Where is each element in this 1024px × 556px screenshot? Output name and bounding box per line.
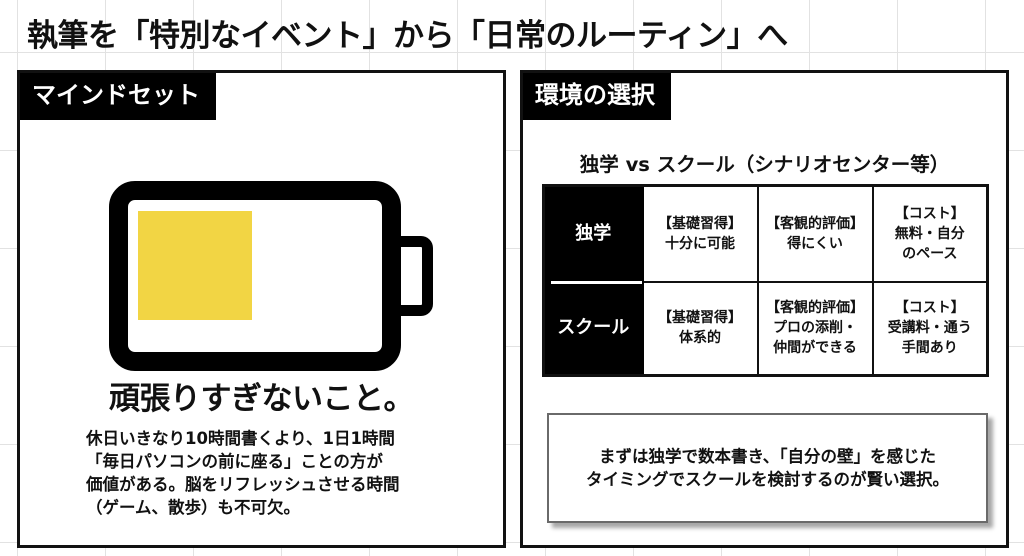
cell-basic-skills: 【基礎習得】 体系的 <box>641 280 759 377</box>
comparison-table: 独学 【基礎習得】 十分に可能 【客観的評価】 得にくい 【コスト】 無料・自分… <box>542 184 989 377</box>
body-line: 価値がある。脳をリフレッシュさせる時間 <box>86 475 400 494</box>
cell-text: 受講料・通う <box>887 320 972 337</box>
table-row-self-study: 独学 【基礎習得】 十分に可能 【客観的評価】 得にくい 【コスト】 無料・自分… <box>542 184 989 283</box>
body-line: 休日いきなり10時間書くより、1日1時間 <box>86 429 395 448</box>
cell-title: 【コスト】 <box>894 205 965 222</box>
table-row-school: スクール 【基礎習得】 体系的 【客観的評価】 プロの添削・ 仲間ができる 【コ… <box>542 280 989 377</box>
mindset-panel: マインドセット 頑張りすぎないこと。 休日いきなり10時間書くより、1日1時間 … <box>17 70 506 548</box>
cell-title: 【コスト】 <box>894 300 965 317</box>
cell-title: 【基礎習得】 <box>658 215 742 232</box>
body-line: （ゲーム、散歩）も不可欠。 <box>86 498 301 517</box>
cell-objective-feedback: 【客観的評価】 得にくい <box>756 184 874 283</box>
cell-basic-skills: 【基礎習得】 十分に可能 <box>641 184 759 283</box>
mindset-panel-label: マインドセット <box>20 73 216 120</box>
cell-title: 【客観的評価】 <box>766 215 864 232</box>
callout-line: まずは独学で数本書き、「自分の壁」を感じた <box>598 447 937 466</box>
cell-text: 得にくい <box>787 235 843 252</box>
comparison-heading: 独学 vs スクール（シナリオセンター等） <box>579 153 950 176</box>
environment-panel: 環境の選択 独学 vs スクール（シナリオセンター等） 独学 【基礎習得】 十分… <box>520 70 1009 548</box>
cell-text: 十分に可能 <box>665 235 735 252</box>
cell-text: 仲間ができる <box>773 340 857 357</box>
cell-objective-feedback: 【客観的評価】 プロの添削・ 仲間ができる <box>756 280 874 377</box>
row-divider <box>551 280 642 284</box>
cell-title: 【客観的評価】 <box>766 300 864 317</box>
recommendation-callout: まずは独学で数本書き、「自分の壁」を感じた タイミングでスクールを検討するのが賢… <box>547 413 988 523</box>
battery-level-fill <box>138 211 252 320</box>
environment-panel-label: 環境の選択 <box>523 73 671 120</box>
callout-line: タイミングでスクールを検討するのが賢い選択。 <box>586 470 949 489</box>
cell-cost: 【コスト】 無料・自分 のペース <box>871 184 989 283</box>
cell-text: 手間あり <box>901 340 958 357</box>
body-line: 「毎日パソコンの前に座る」ことの方が <box>86 452 383 471</box>
mindset-headline: 頑張りすぎないこと。 <box>109 381 415 417</box>
page-title: 執筆を「特別なイベント」から「日常のルーティン」へ <box>27 18 788 54</box>
row-header-label: スクール <box>557 317 630 339</box>
cell-cost: 【コスト】 受講料・通う 手間あり <box>871 280 989 377</box>
cell-text: プロの添削・ <box>773 320 857 337</box>
battery-terminal <box>401 236 433 316</box>
mindset-body-text: 休日いきなり10時間書くより、1日1時間 「毎日パソコンの前に座る」ことの方が … <box>86 427 400 519</box>
cell-title: 【基礎習得】 <box>658 310 742 327</box>
cell-text: 体系的 <box>679 330 721 347</box>
cell-text: 無料・自分 <box>894 225 965 242</box>
row-header-self-study: 独学 <box>542 184 644 283</box>
cell-text: のペース <box>902 245 958 262</box>
row-header-school: スクール <box>542 280 644 377</box>
